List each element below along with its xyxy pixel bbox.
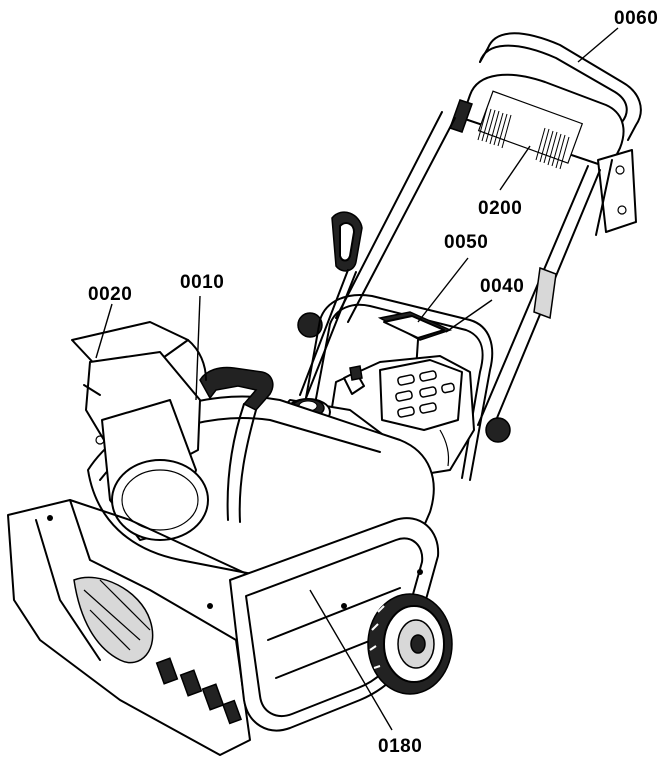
callout-0180: 0180: [378, 736, 422, 757]
scraper-paddles: [155, 657, 243, 725]
control-panel-cover: [449, 73, 637, 233]
panel-grille: [477, 107, 570, 170]
callout-0060: 0060: [614, 8, 658, 29]
callout-0200: 0200: [478, 198, 522, 219]
lower-handle-hoop: [301, 294, 494, 481]
callout-0010: 0010: [180, 272, 224, 293]
chute-assembly: [71, 321, 274, 541]
auger: [73, 576, 154, 664]
wheel: [367, 593, 453, 695]
callout-0020: 0020: [88, 284, 132, 305]
left-handle-knob: [297, 312, 323, 338]
right-handle-knob: [485, 417, 511, 443]
handle-tubes: [335, 111, 613, 431]
upper-handle: [479, 32, 642, 141]
callout-0050: 0050: [444, 232, 488, 253]
leader-lines: [95, 27, 619, 731]
callout-0040: 0040: [480, 276, 524, 297]
chute-crank: [299, 211, 363, 399]
